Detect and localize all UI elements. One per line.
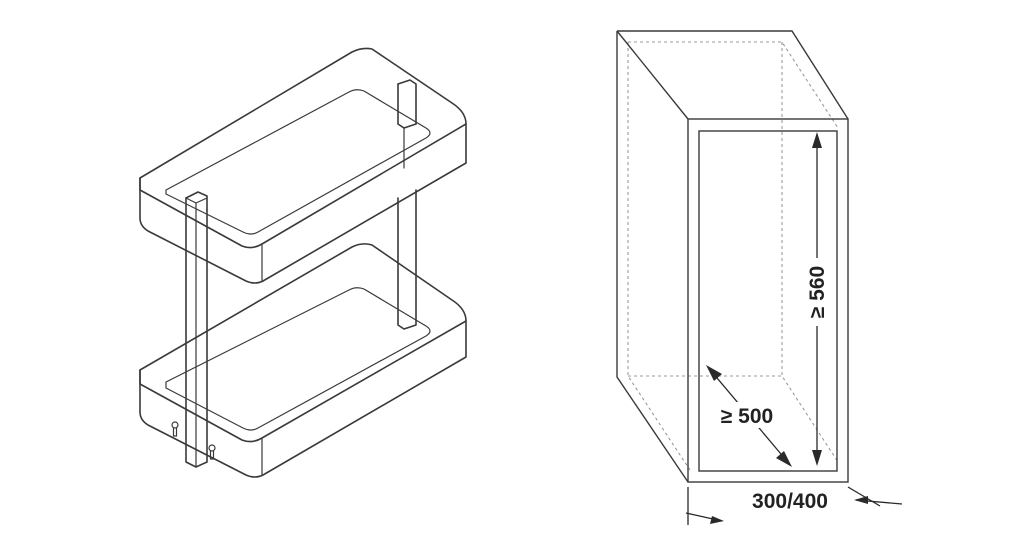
width-dimension: 300/400 (685, 486, 903, 525)
upper-tray (139, 47, 467, 284)
cabinet-hidden-edges (627, 41, 839, 471)
height-label: ≥ 560 (806, 266, 829, 318)
depth-dimension: ≥ 500 (706, 365, 792, 467)
rear-post (397, 79, 417, 330)
cabinet-diagram: ≥ 560 ≥ 500 300/400 (616, 30, 903, 525)
lower-tray (139, 243, 467, 478)
cabinet-outline (616, 30, 849, 483)
depth-label: ≥ 500 (721, 405, 773, 428)
keyhole-slot-icon (171, 421, 179, 437)
basket-illustration (139, 47, 467, 478)
front-post (185, 191, 208, 468)
height-dimension: ≥ 560 (800, 132, 834, 466)
keyhole-slot-icon (208, 444, 216, 460)
width-label: 300/400 (752, 490, 828, 513)
